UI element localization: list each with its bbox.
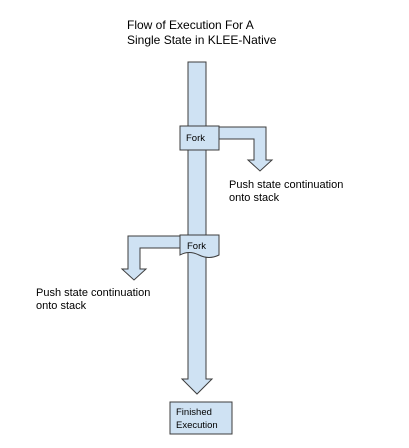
finished-label-line-1: Finished xyxy=(176,407,212,418)
fork-1-label: Fork xyxy=(186,133,205,144)
branch-arrow-right xyxy=(217,126,274,172)
main-flow-arrow xyxy=(180,61,214,395)
branch-2-label-line-1: Push state continuation xyxy=(36,287,150,299)
branch-arrow-left xyxy=(120,235,183,281)
branch-1-label-line-1: Push state continuation xyxy=(229,179,343,191)
diagram-title-line-1: Flow of Execution For A xyxy=(127,18,254,32)
finished-label-line-2: Execution xyxy=(176,420,218,431)
branch-2-label-line-2: onto stack xyxy=(36,300,87,312)
branch-1-label-line-2: onto stack xyxy=(229,192,280,204)
fork-2-label: Fork xyxy=(187,241,206,252)
diagram-title-line-2: Single State in KLEE-Native xyxy=(127,33,277,47)
fork-box-2 xyxy=(179,234,220,258)
fork-box-1 xyxy=(179,125,220,151)
finished-execution-box xyxy=(169,401,233,435)
